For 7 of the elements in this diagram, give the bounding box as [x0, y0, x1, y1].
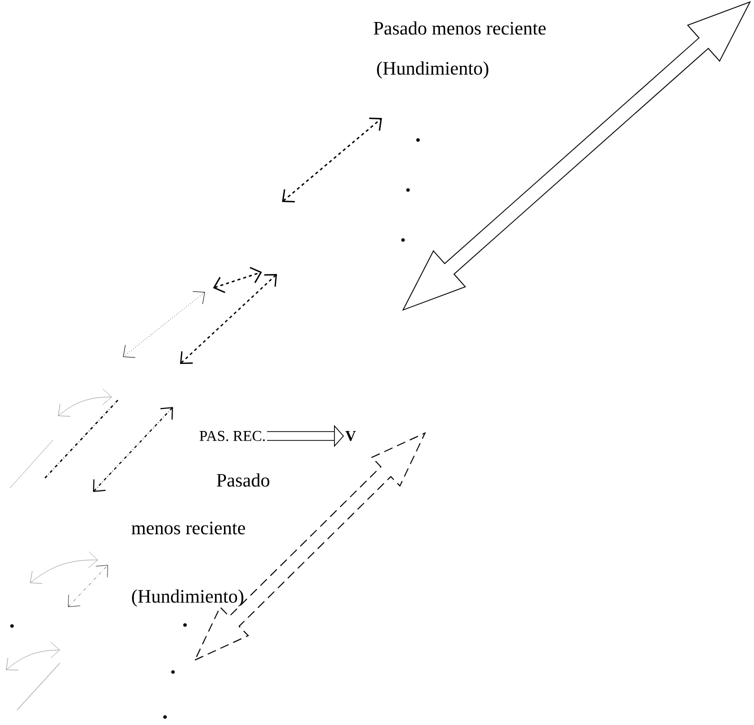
text-label: V [345, 430, 356, 442]
text-label: Pasado [216, 473, 270, 487]
text-label: PAS. REC. [200, 430, 265, 442]
text-label: (Hundimiento) [377, 61, 488, 79]
text-label: (Hundimiento) [132, 589, 244, 607]
text-label: menos reciente [132, 522, 246, 534]
text-label: Pasado menos reciente [374, 21, 546, 35]
